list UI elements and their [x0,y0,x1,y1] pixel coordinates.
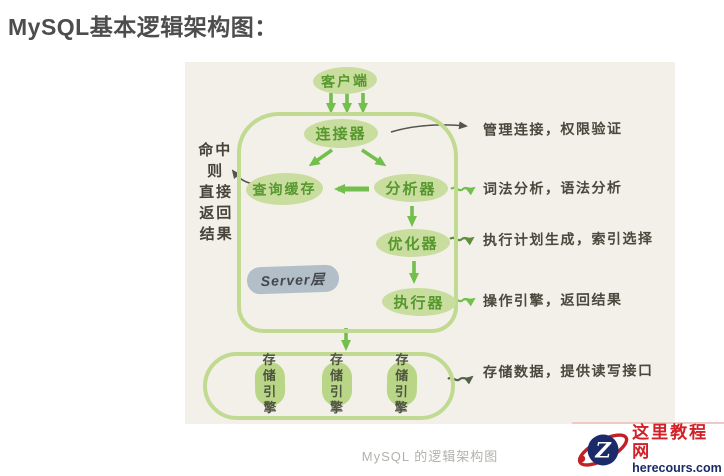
node-client: 客户端 [312,65,378,96]
cache-hit-note-line: 则 [206,162,225,181]
site-logo-monogram: Z [594,439,612,464]
site-logo[interactable]: Z 这里教程网 herecours.com [572,422,724,476]
cache-hit-note-line: 直接 [198,183,234,202]
cache-hit-note: 命中 则 直接 返回 结果 [194,140,238,246]
site-logo-icon: Z [577,433,629,467]
storage-layer-boundary [203,352,455,420]
annotation-analyzer: 词法分析，语法分析 [482,179,623,197]
server-layer-boundary [237,112,458,333]
annotation-storage: 存储数据，提供读写接口 [482,362,654,380]
cache-hit-note-line: 结果 [199,225,234,244]
architecture-diagram: 客户端 连接器 查询缓存 分析器 优化器 执行器 Server层 存储引擎 存储… [185,62,675,424]
annotation-connector: 管理连接，权限验证 [482,120,623,138]
cache-hit-note-line: 返回 [199,204,234,223]
diagram-caption: MySQL 的逻辑架构图 [361,449,499,464]
page-title: MySQL基本逻辑架构图： [8,14,278,40]
cache-hit-note-line: 命中 [198,141,233,160]
server-layer-label: Server层 [246,264,340,295]
annotation-optimizer: 执行计划生成，索引选择 [482,230,654,248]
node-storage-engine-1: 存储引擎 [254,352,286,415]
site-name: 这里教程网 [632,423,709,462]
node-storage-engine-3: 存储引擎 [386,352,418,415]
annotation-executor: 操作引擎，返回结果 [482,291,623,309]
site-domain: herecours.com [632,460,722,475]
node-storage-engine-2: 存储引擎 [322,352,352,415]
